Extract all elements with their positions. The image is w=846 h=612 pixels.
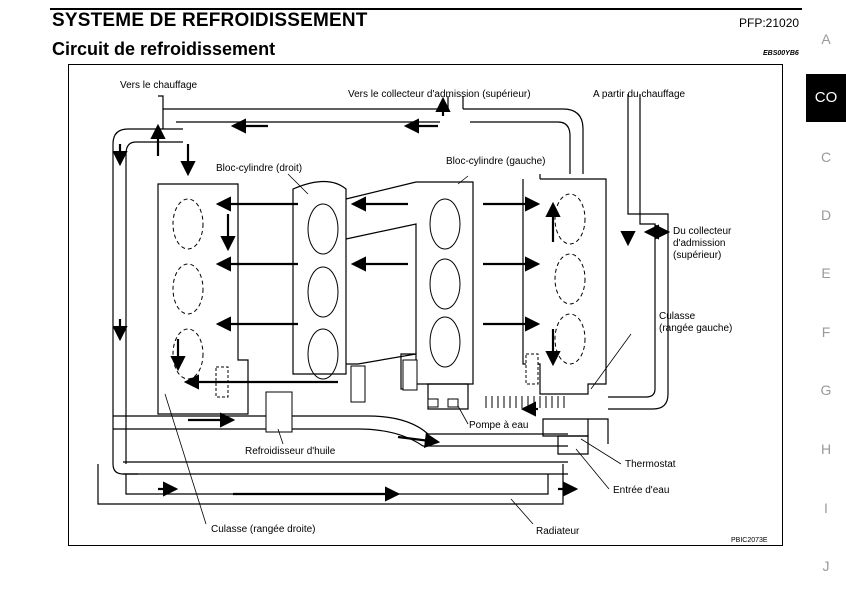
- label-refroidisseur: Refroidisseur d'huile: [245, 446, 336, 457]
- label-du-collecteur-1: Du collecteur: [673, 226, 732, 237]
- section-title: Circuit de refroidissement: [52, 39, 276, 59]
- sidebar-tab-a[interactable]: A: [821, 31, 831, 47]
- label-bloc-gauche: Bloc-cylindre (gauche): [446, 156, 546, 167]
- leader-lines: [164, 173, 632, 525]
- flow-arrows: [112, 96, 671, 502]
- sidebar-tab-g[interactable]: G: [820, 382, 832, 398]
- sidebar-tab-d[interactable]: D: [820, 207, 832, 223]
- label-culasse-gauche-2: (rangée gauche): [659, 323, 732, 334]
- label-a-partir-chauffage: A partir du chauffage: [593, 89, 686, 100]
- label-bloc-droit: Bloc-cylindre (droit): [216, 163, 302, 174]
- sidebar-tab-f[interactable]: F: [821, 324, 831, 340]
- sidebar-tab-i[interactable]: I: [824, 500, 828, 516]
- sidebar-tab-h[interactable]: H: [820, 441, 832, 457]
- page-title: SYSTEME DE REFROIDISSEMENT: [52, 10, 368, 31]
- reference-code: EBS00YB6: [763, 50, 799, 57]
- part-code: PFP:21020: [739, 16, 800, 30]
- label-entree: Entrée d'eau: [613, 485, 669, 496]
- label-du-collecteur-3: (supérieur): [673, 250, 721, 261]
- figure-code: PBIC2073E: [731, 537, 768, 544]
- header-rule: [50, 8, 802, 10]
- sidebar-tab-e[interactable]: E: [821, 265, 831, 281]
- label-vers-collecteur: Vers le collecteur d'admission (supérieu…: [348, 89, 531, 100]
- label-culasse-droite: Culasse (rangée droite): [211, 524, 316, 535]
- pipe-network: [97, 94, 669, 505]
- sidebar-tab-c[interactable]: C: [820, 149, 832, 165]
- hatching: [485, 396, 565, 408]
- label-du-collecteur-2: d'admission: [673, 238, 726, 249]
- block-cylinders: [307, 198, 461, 380]
- cooling-circuit-diagram: Vers le chauffage Vers le collecteur d'a…: [97, 80, 768, 544]
- label-radiateur: Radiateur: [536, 526, 580, 537]
- label-culasse-gauche-1: Culasse: [659, 311, 696, 322]
- small-components: [215, 353, 539, 433]
- sidebar-tab-j[interactable]: J: [822, 558, 830, 574]
- section-sidebar: A C D E F G H I J: [806, 0, 846, 612]
- label-vers-chauffage: Vers le chauffage: [120, 80, 198, 91]
- label-pompe: Pompe à eau: [469, 420, 529, 431]
- figure-frame: [68, 64, 783, 546]
- sidebar-tab-co[interactable]: CO: [806, 74, 846, 122]
- label-thermostat: Thermostat: [625, 459, 676, 470]
